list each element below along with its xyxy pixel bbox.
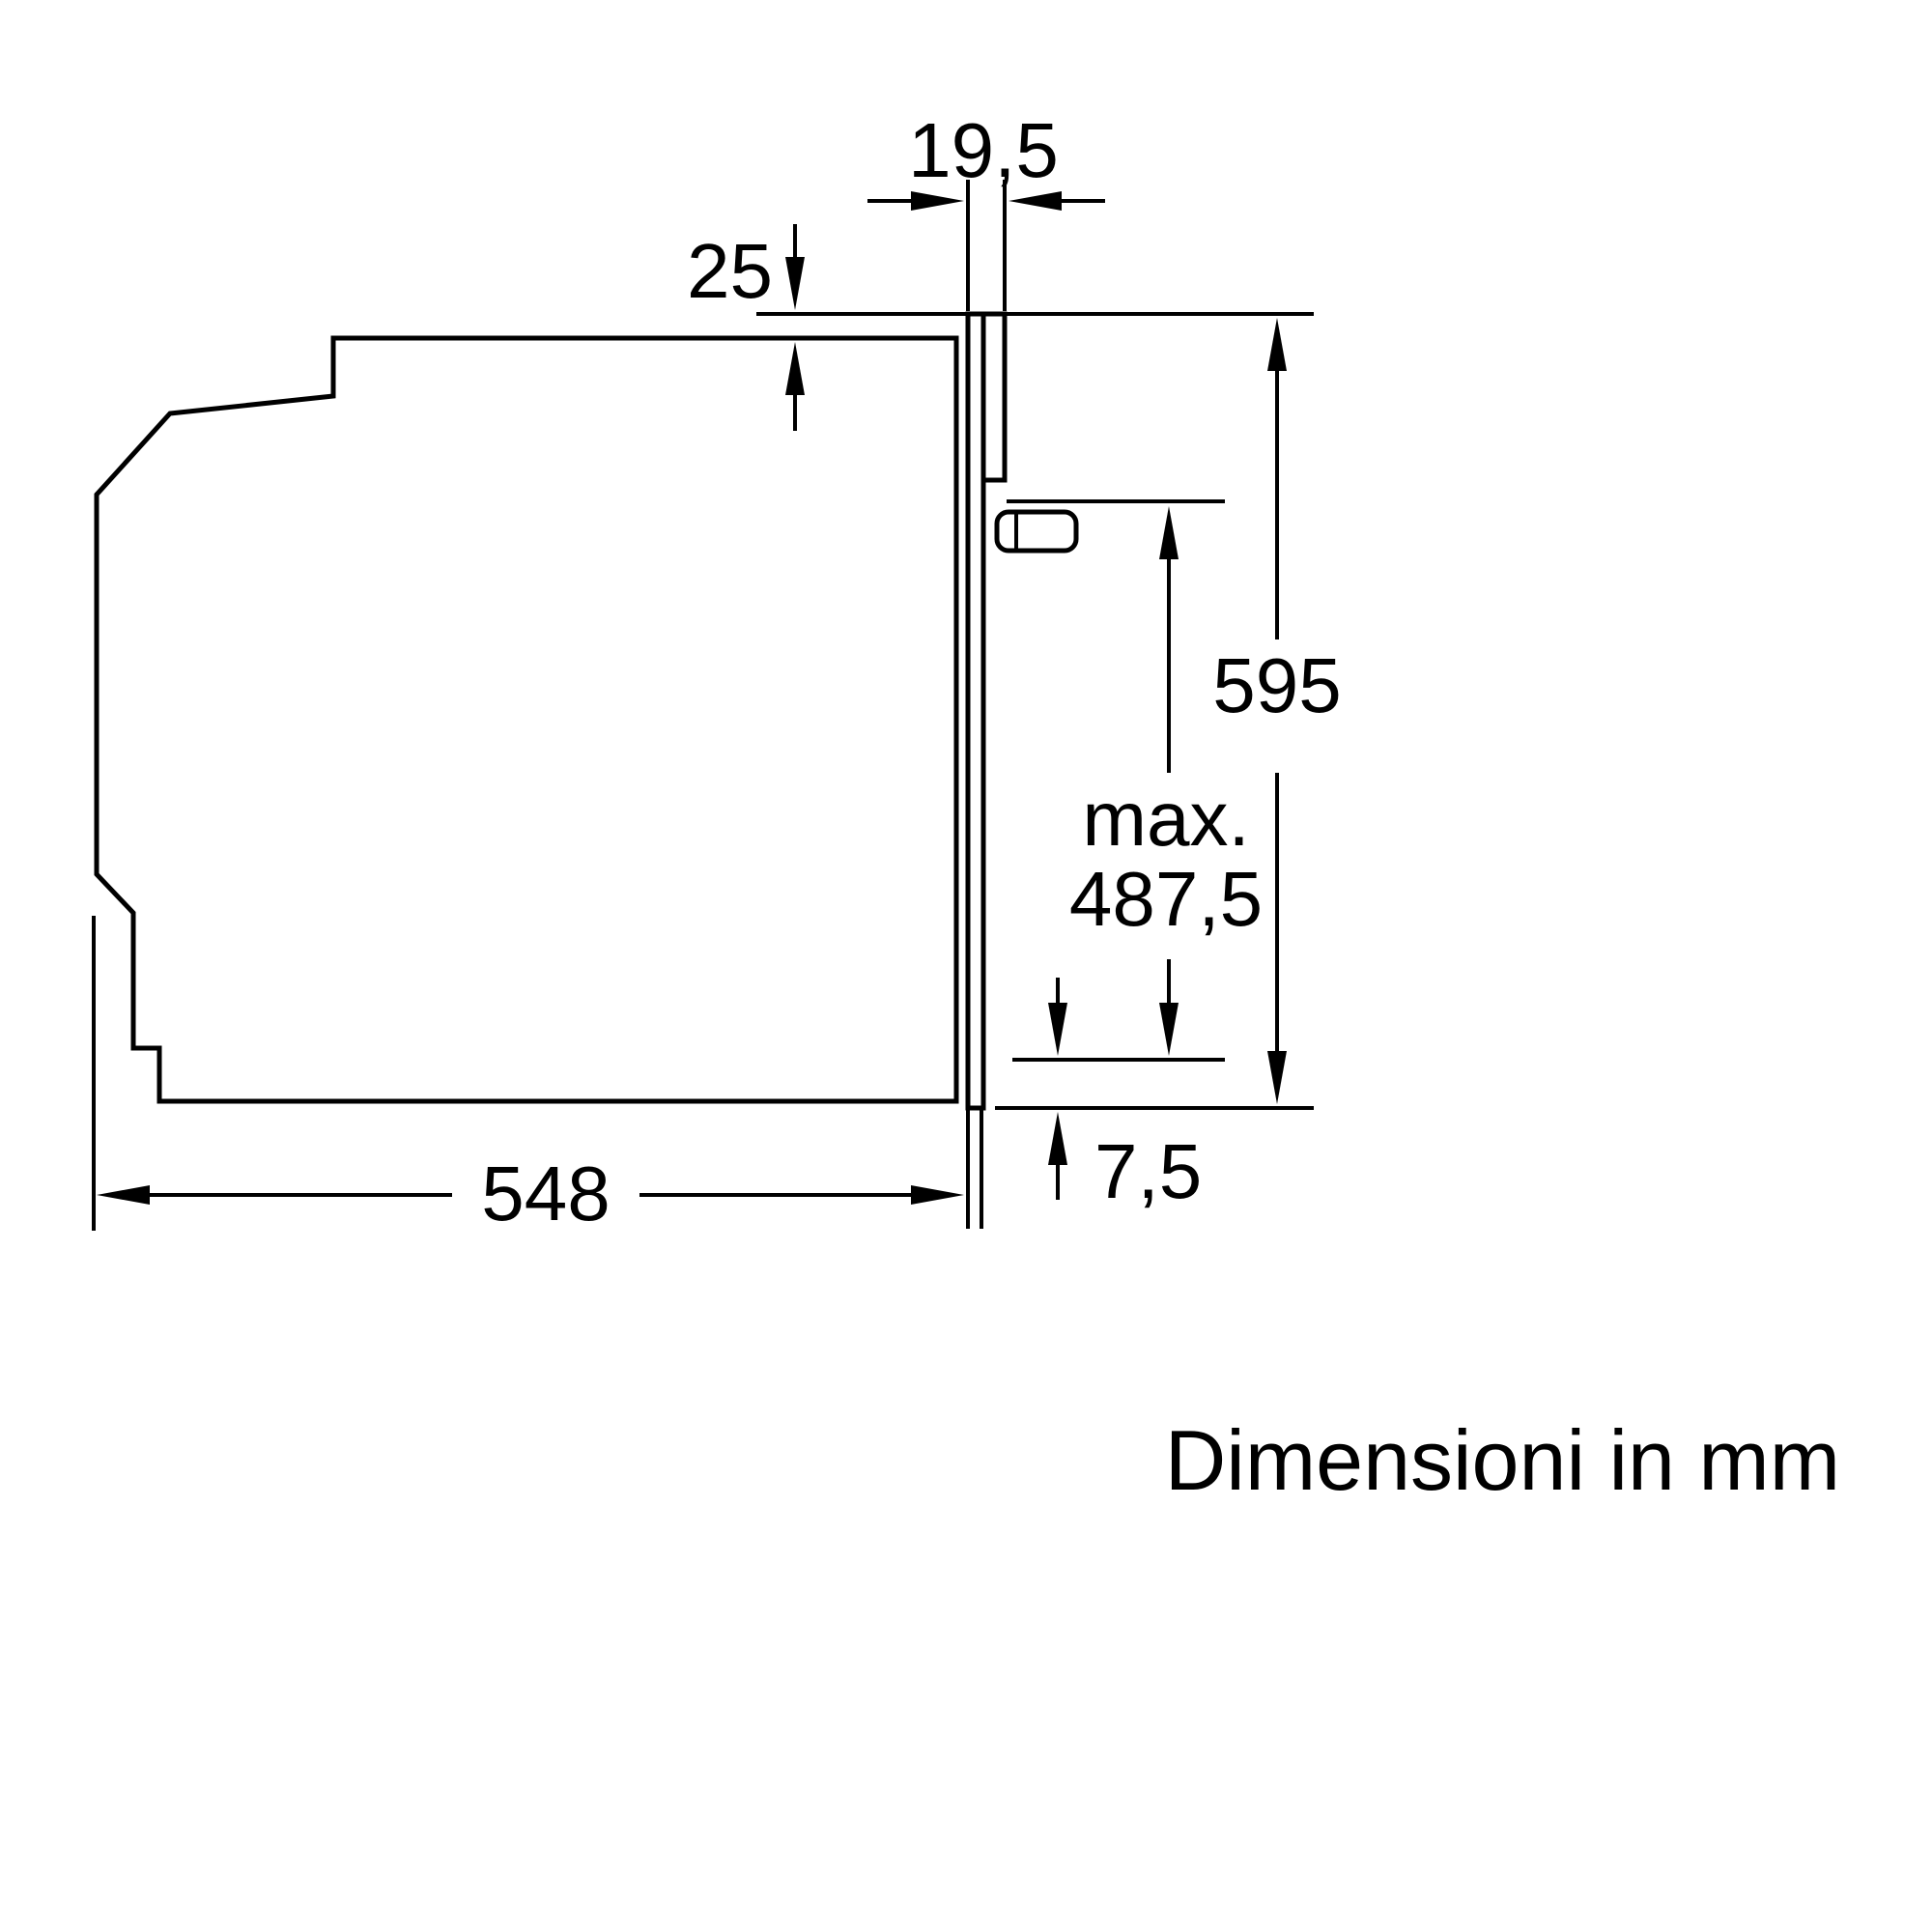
dim-548-right-arrowhead: [911, 1185, 964, 1205]
dim-label-door-thickness: 19,5: [908, 107, 1059, 193]
dim-595-top-arrowhead: [1267, 318, 1287, 371]
oven-door-fascia: [980, 311, 1008, 483]
dim-7-5-down-arrowhead: [1048, 1003, 1067, 1056]
units-caption: Dimensioni in mm: [1165, 1412, 1840, 1508]
dim-label-max-prefix: max.: [1082, 776, 1249, 862]
dim-487-bottom-arrowhead: [1159, 1003, 1179, 1056]
oven-door-handle: [994, 509, 1079, 554]
dim-548-left-arrowhead: [97, 1185, 150, 1205]
dimension-top-clearance: 25: [687, 224, 805, 431]
dim-19-5-right-arrowhead: [1009, 191, 1062, 211]
dim-label-front-height: 595: [1212, 642, 1341, 728]
oven-body: [94, 311, 1079, 1111]
dimension-body-depth: 548: [97, 1151, 964, 1236]
dim-label-body-depth: 548: [481, 1151, 610, 1236]
dim-label-top-clearance: 25: [687, 228, 773, 314]
oven-body-outline: [94, 335, 959, 1104]
dim-25-up-arrowhead: [785, 342, 805, 395]
dim-7-5-up-arrowhead: [1048, 1112, 1067, 1165]
dim-595-bottom-arrowhead: [1267, 1051, 1287, 1104]
dim-label-max-value: 487,5: [1069, 856, 1263, 942]
reference-lines: [92, 180, 1314, 1231]
dimension-max-opening: max. 487,5: [1069, 506, 1263, 1056]
dimension-door-thickness: 19,5: [867, 107, 1105, 211]
dim-label-bottom-overhang: 7,5: [1094, 1128, 1202, 1214]
dim-487-top-arrowhead: [1159, 506, 1179, 559]
dimension-bottom-overhang: 7,5: [1048, 978, 1202, 1214]
dimension-front-height: 595: [1212, 318, 1342, 1104]
dim-25-down-arrowhead: [785, 257, 805, 310]
dim-19-5-left-arrowhead: [911, 191, 964, 211]
